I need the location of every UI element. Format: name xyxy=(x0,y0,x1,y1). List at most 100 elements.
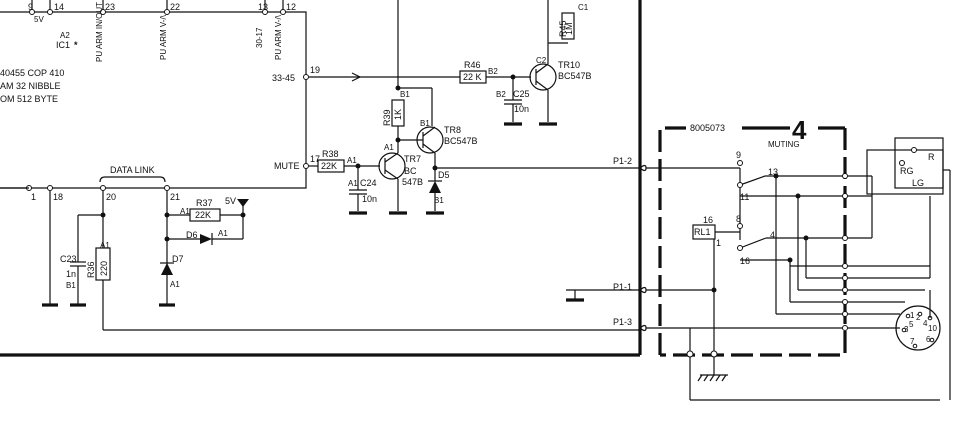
din-pin-1: 1 xyxy=(910,311,915,320)
d6-label: D6 xyxy=(186,230,198,240)
r46-b2: B2 xyxy=(488,67,498,76)
din-pin-6: 6 xyxy=(926,335,931,344)
ic-pin-23: 23 xyxy=(105,2,115,12)
r46-label: R46 xyxy=(464,60,481,70)
tr10-label: TR10 xyxy=(558,60,580,70)
din-pin-10: 10 xyxy=(928,324,937,333)
r36-body xyxy=(95,247,111,281)
bottom-left-wiring: C23 1n B1 A1 R36 220 22K R37 A1 5V D6 A1… xyxy=(0,187,640,331)
din-pin-7: 7 xyxy=(910,337,915,346)
d6-symbol xyxy=(200,234,212,244)
r37-a1: A1 xyxy=(180,207,190,216)
ic1-outline xyxy=(0,11,307,189)
supply-5v-arrow xyxy=(237,199,249,207)
r36-value: 220 xyxy=(99,261,109,276)
r38-value: 22K xyxy=(321,161,337,171)
relay-pin-1: 1 xyxy=(716,238,721,248)
tr8-label: TR8 xyxy=(444,125,461,135)
switch-contacts: 9 13 11 8 4 16 xyxy=(736,150,848,331)
r45-label: R45 xyxy=(558,20,568,37)
c24-value: 10n xyxy=(362,194,377,204)
ic-pin-5v: 5V xyxy=(34,15,44,24)
ic-name: IC1 xyxy=(56,40,70,50)
p1-2-label: P1-2 xyxy=(613,156,632,166)
r45-value: 1M xyxy=(564,22,574,35)
c24-a1: A1 xyxy=(348,179,358,188)
r38-label: R38 xyxy=(322,149,339,159)
connector-lg: LG xyxy=(912,178,924,188)
ic-pin-20: 20 xyxy=(106,192,116,202)
ic-pin-19: 19 xyxy=(310,65,320,75)
din-pin-5: 5 xyxy=(909,320,914,329)
p1-1-label: P1-1 xyxy=(613,282,632,292)
ic-desc-2: AM 32 NIBBLE xyxy=(0,81,61,91)
r36-label: R36 xyxy=(86,261,96,278)
pin-30-17-label: 30-17 xyxy=(255,27,264,48)
r45-body xyxy=(561,12,575,40)
r39-label: R39 xyxy=(382,109,392,126)
ic-pin-22: 22 xyxy=(170,2,180,12)
d5-symbol xyxy=(429,181,441,193)
switch-pin-4: 4 xyxy=(770,230,775,240)
pu-arm-v-label-2: PU ARM V-/\ xyxy=(274,14,283,60)
switch-pin-8: 8 xyxy=(736,214,741,224)
tr8-b1: B1 xyxy=(420,119,430,128)
module-frame: 8005073 4 MUTING xyxy=(0,0,847,357)
c24-label: C24 xyxy=(360,178,377,188)
r36-a1: A1 xyxy=(100,241,110,250)
switch-pin-16: 16 xyxy=(740,256,750,266)
tr7-type-2: 547B xyxy=(402,177,423,187)
c1-label: C1 xyxy=(578,3,589,12)
c25-label: C25 xyxy=(513,89,530,99)
r37-value: 22K xyxy=(195,210,211,220)
tr7-body xyxy=(378,152,406,180)
phono-connector-inner xyxy=(894,137,944,189)
ic-pin-12: 12 xyxy=(286,2,296,12)
data-link-brace xyxy=(99,176,166,183)
r39-value: 1K xyxy=(393,109,403,120)
r39-b1: B1 xyxy=(400,90,410,99)
tr10-body xyxy=(529,63,557,91)
p1-3-label: P1-3 xyxy=(613,317,632,327)
ic-pin-17: 17 xyxy=(310,154,320,164)
ic-pin-33-45-label: 33-45 xyxy=(272,73,295,83)
c23-b1: B1 xyxy=(66,281,76,290)
ic-desc-3: OM 512 BYTE xyxy=(0,94,58,104)
pu-arm-v-label-1: PU ARM V-/\ xyxy=(159,14,168,60)
r38-a1: A1 xyxy=(347,156,357,165)
tr7-a1: A1 xyxy=(384,143,394,152)
tr7-type-1: BC xyxy=(404,166,417,176)
switch-pin-9: 9 xyxy=(736,150,741,160)
ic-pin-14: 14 xyxy=(54,2,64,12)
d7-a1: A1 xyxy=(170,280,180,289)
d7-label: D7 xyxy=(172,254,184,264)
r37-5v: 5V xyxy=(225,196,236,206)
din-socket xyxy=(895,305,941,351)
tr10-type: BC547B xyxy=(558,71,592,81)
d5-label: D5 xyxy=(438,170,450,180)
ic-ref-a2: A2 xyxy=(60,31,70,40)
relay-area: RL1 16 1 xyxy=(686,168,940,401)
data-link-label: DATA LINK xyxy=(110,165,155,175)
pu-arm-in-out-label: PU ARM IN/OUT xyxy=(95,2,104,62)
tr10-c2: C2 xyxy=(536,56,547,65)
r37-label: R37 xyxy=(196,198,213,208)
p1-connectors: P1-2 P1-1 P1-3 xyxy=(566,156,845,332)
c25-b2: B2 xyxy=(496,90,506,99)
switch-pin-11: 11 xyxy=(740,192,749,202)
c23-label: C23 xyxy=(60,254,77,264)
module-number: 4 xyxy=(792,115,807,145)
d6-a1: A1 xyxy=(218,229,228,238)
r46-value: 22 K xyxy=(463,72,482,82)
connector-r: R xyxy=(928,152,935,162)
transistor-section: 22 K R46 B2 B2 C25 10n TR10 BC547B C2 R4… xyxy=(309,0,640,215)
d5-b1: B1 xyxy=(434,196,444,205)
tr7-label: TR7 xyxy=(404,154,421,164)
din-pin-2: 2 xyxy=(916,313,921,322)
module-code: 8005073 xyxy=(690,123,725,133)
ic1-block: 9 5V 14 23 22 13 12 PU ARM IN/OUT PU ARM… xyxy=(0,0,320,202)
c25-value: 10n xyxy=(514,104,529,114)
ic-star: * xyxy=(74,40,78,50)
d7-symbol xyxy=(161,263,173,275)
